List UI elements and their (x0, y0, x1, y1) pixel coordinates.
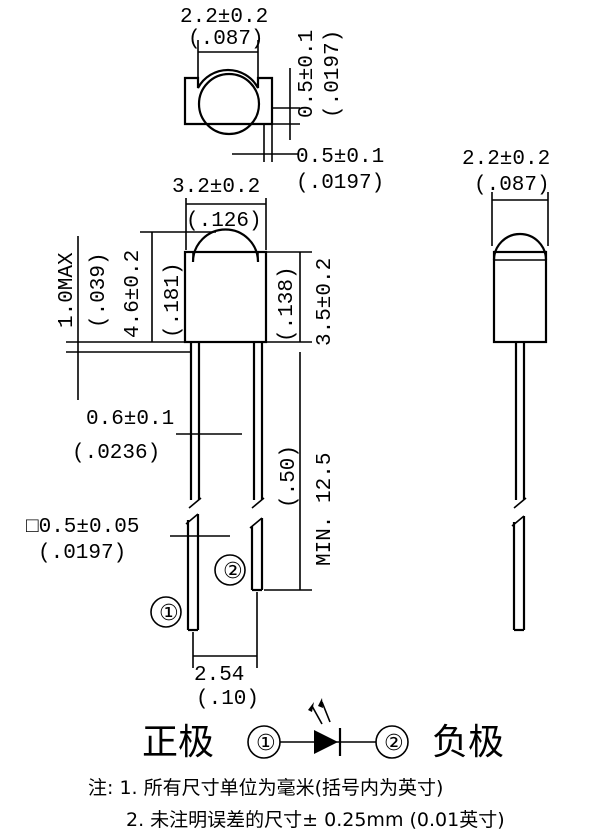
flat-inch: (.0197) (322, 30, 345, 118)
pitch-inch: (.10) (196, 688, 259, 711)
body-height-label: 3.5±0.2 (314, 258, 337, 346)
lead-width-inch: (.0236) (72, 442, 160, 465)
pin2-number: ② (223, 559, 243, 584)
max-inch: (.039) (88, 252, 111, 328)
pin1-number: ① (159, 601, 179, 626)
body-width-inch: (.126) (186, 210, 262, 233)
pitch-label: 2.54 (194, 664, 244, 687)
edge-label: 0.5±0.1 (296, 146, 384, 169)
edge-inch: (.0197) (296, 172, 384, 195)
body-height-inch: (.138) (276, 266, 299, 342)
pin1-marker (150, 596, 182, 628)
legend-pin2-circle (375, 725, 409, 759)
side-width-inch: (.087) (474, 174, 550, 197)
side-body (492, 250, 548, 344)
polarity-legend: 正极 ① ② 负极 (142, 698, 504, 763)
cathode-text: 负极 (432, 722, 504, 763)
note-line-1: 注: 1. 所有尺寸单位为毫米(括号内为英寸) (88, 777, 443, 799)
top-width-inch: (.087) (188, 28, 264, 51)
lead-length-inch: (.50) (278, 445, 301, 508)
height-label: 4.6±0.2 (122, 250, 145, 338)
side-width-label: 2.2±0.2 (462, 148, 550, 171)
lead-width-label: 0.6±0.1 (86, 408, 174, 431)
square-lead-inch: (.0197) (38, 542, 126, 565)
pin2-marker (214, 554, 246, 586)
side-view: 2.2±0.2 (.087) (462, 148, 550, 632)
lead-length-label: MIN. 12.5 (314, 453, 337, 566)
light-emission-icon (308, 698, 331, 725)
note-line-2: 2. 未注明误差的尺寸± 0.25mm (0.01英寸) (126, 809, 505, 831)
front-body (183, 250, 268, 344)
notes: 注: 1. 所有尺寸单位为毫米(括号内为英寸) 2. 未注明误差的尺寸± 0.2… (88, 777, 505, 831)
lead-right (249, 342, 265, 592)
side-lens-dome (492, 232, 548, 261)
height-inch: (.181) (162, 262, 185, 338)
front-lens-dome (191, 228, 260, 263)
flat-label: 0.5±0.1 (296, 30, 319, 118)
front-view: 3.2±0.2 (.126) (26, 176, 337, 711)
anode-text: 正极 (142, 722, 214, 763)
square-lead-label: □0.5±0.05 (26, 516, 139, 539)
diode-symbol-icon (314, 730, 338, 754)
top-view: 2.2±0.2 (.087) 0.5±0.1 (.0197) 0.5±0.1 (… (180, 6, 384, 195)
top-lens-circle (197, 72, 261, 136)
legend-pin2: ② (384, 731, 404, 756)
max-label: 1.0MAX (56, 252, 79, 328)
top-width-label: 2.2±0.2 (180, 6, 268, 29)
lead-left (185, 342, 202, 632)
top-flange-outline (183, 68, 274, 126)
legend-pin1: ① (256, 731, 276, 756)
body-width-label: 3.2±0.2 (172, 176, 260, 199)
